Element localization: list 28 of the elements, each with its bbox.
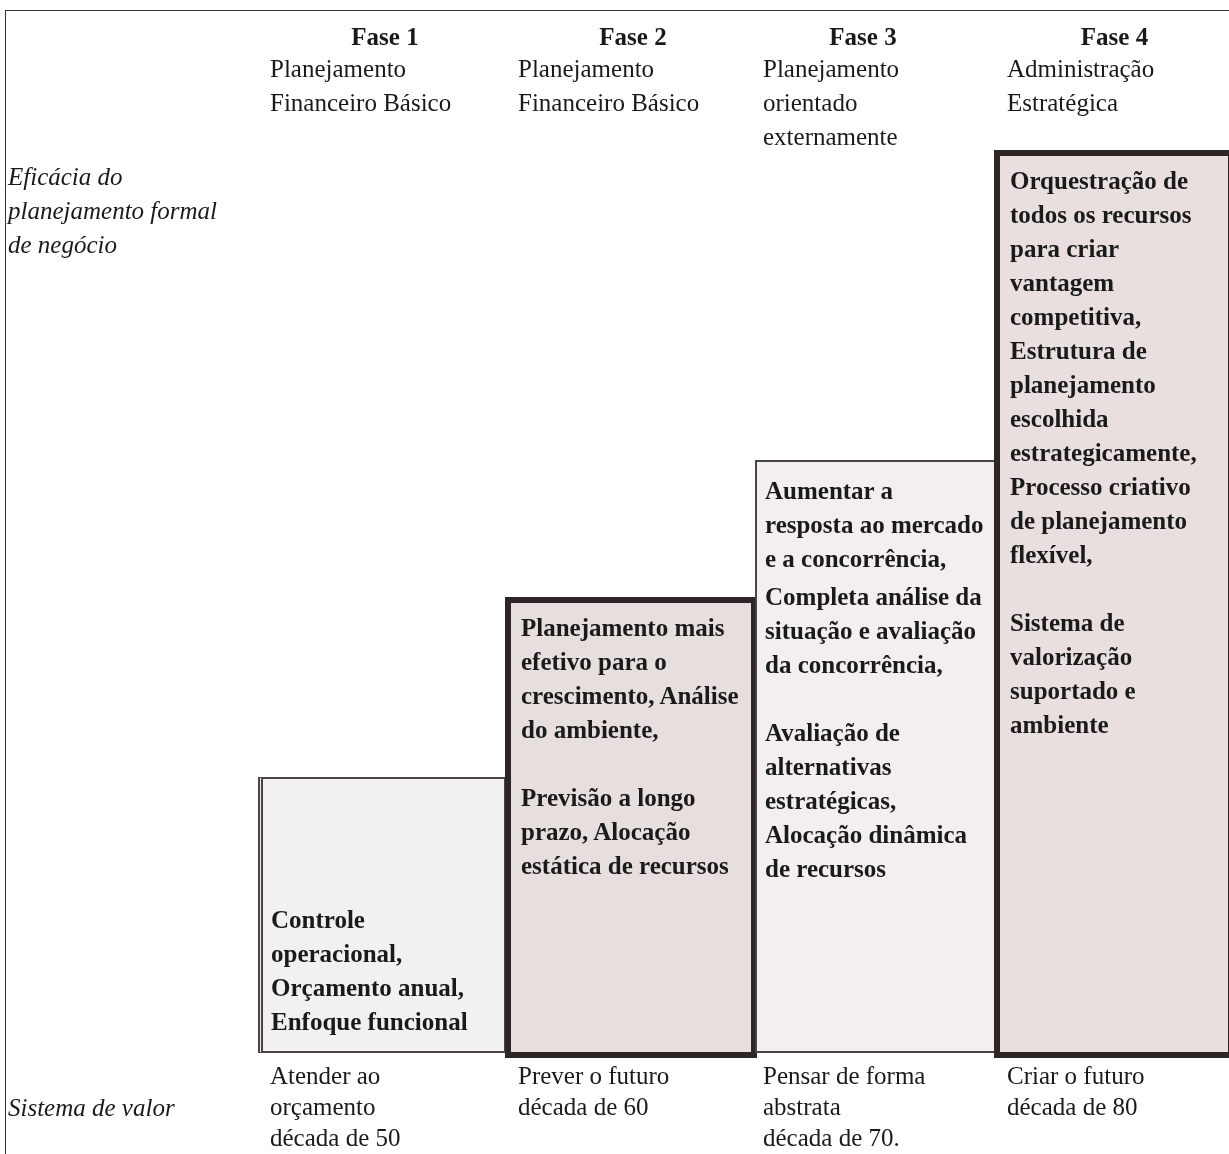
label-text: Planejamento Financeiro Básico bbox=[518, 54, 701, 118]
label-text: Criar o futuro bbox=[1007, 1061, 1146, 1091]
phase-heading: Fase 1 bbox=[350, 22, 420, 52]
phase-heading: Fase 2 bbox=[598, 22, 668, 52]
label-text: Prever o futuro bbox=[518, 1061, 671, 1091]
box-text: Previsão a longo prazo, Alocação estática de recursos bbox=[521, 783, 730, 881]
phase-box bbox=[755, 460, 997, 1053]
box-text: Sistema de valorização suportado e ambiente bbox=[1010, 608, 1137, 740]
axis-label: Eficácia do planejamento formal de negócio bbox=[8, 162, 218, 260]
box-text: Completa análise da situação e avaliação da concorrência, bbox=[765, 582, 983, 680]
box-text: Controle operacional, Orçamento anual, Enfoque funcional bbox=[271, 905, 469, 1037]
box-text: Planejamento mais efetivo para o crescimento, Análise do ambiente, bbox=[521, 613, 740, 745]
label-text: Administração Estratégica bbox=[1007, 54, 1156, 118]
phase-box bbox=[994, 150, 1229, 1058]
box-text: Orquestração de todos os recursos para criar vantagem competitiva, Estrutura de planejamento escolhida estrategicamente, Processo criativo de planejamento flexível, bbox=[1010, 166, 1198, 570]
phase-heading: Fase 4 bbox=[1079, 22, 1150, 52]
label-text: Planejamento Financeiro Básico bbox=[270, 54, 453, 118]
label-text: década de 50 bbox=[270, 1123, 402, 1153]
label-text: década de 80 bbox=[1007, 1092, 1139, 1122]
phase-heading: Fase 3 bbox=[828, 22, 898, 52]
label-text: década de 60 bbox=[518, 1092, 650, 1122]
box-text: Aumentar a resposta ao mercado e a concorrência, bbox=[765, 476, 985, 574]
label-text: Planejamento orientado externamente bbox=[763, 54, 901, 152]
label-text: década de 70. bbox=[763, 1123, 901, 1153]
box-text: Avaliação de alternativas estratégicas, Alocação dinâmica de recursos bbox=[765, 718, 969, 884]
phase-box bbox=[258, 777, 506, 1053]
axis-label: Sistema de valor bbox=[8, 1093, 176, 1123]
phase-box bbox=[505, 597, 757, 1058]
